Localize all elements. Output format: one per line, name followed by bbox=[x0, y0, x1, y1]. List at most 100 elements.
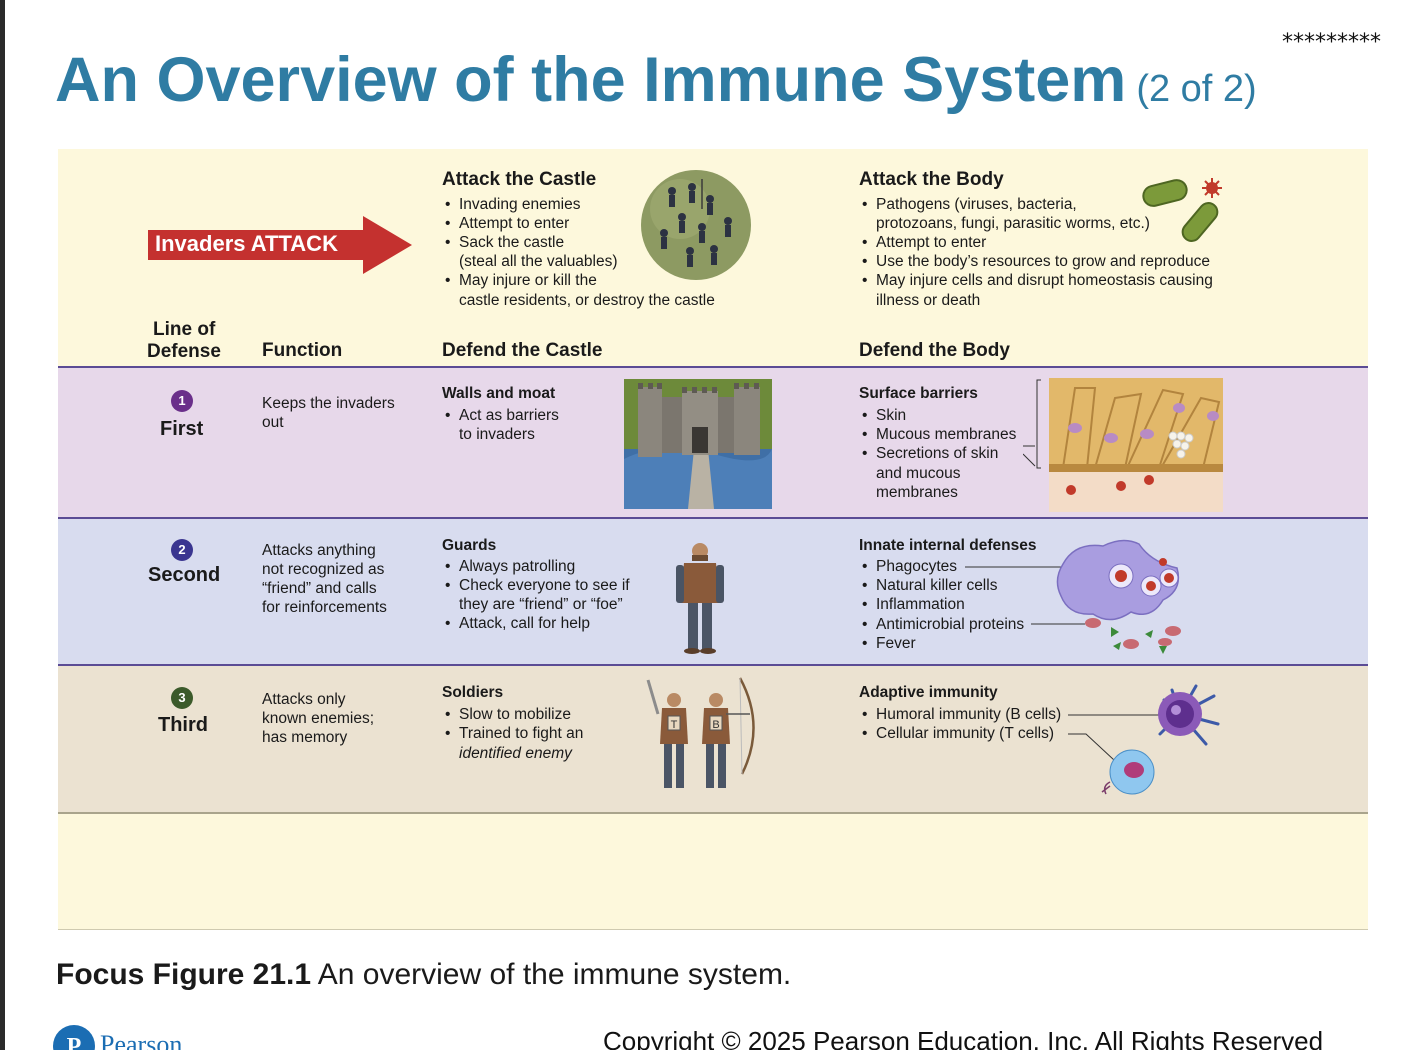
row-function-line: not recognized as bbox=[262, 561, 385, 578]
body-defense-heading: Adaptive immunity bbox=[859, 684, 998, 701]
list-item: May injure cells and disrupt homeostasis… bbox=[859, 271, 1213, 290]
body-defense-list: Phagocytes Natural killer cells Inflamma… bbox=[859, 557, 1024, 653]
list-item-continuation: (steal all the valuables) bbox=[459, 253, 618, 270]
pearson-logo-icon: P bbox=[53, 1025, 95, 1050]
row-function-line: has memory bbox=[262, 729, 348, 746]
list-item: Cellular immunity (T cells) bbox=[859, 724, 1061, 743]
row-first-line: 1 First Keeps the invaders out Walls and… bbox=[58, 366, 1368, 519]
list-item: Attack, call for help bbox=[442, 614, 590, 633]
list-item-continuation: illness or death bbox=[876, 292, 981, 309]
row-function-line: Attacks anything bbox=[262, 542, 376, 559]
focus-figure: Invaders ATTACK Attack the Castle Invadi… bbox=[58, 149, 1368, 930]
pearson-logo-text: Pearson bbox=[100, 1030, 183, 1050]
list-item-continuation: protozoans, fungi, parasitic worms, etc.… bbox=[876, 215, 1150, 232]
invaders-arrow-icon bbox=[148, 216, 412, 274]
copyright-notice: Copyright © 2025 Pearson Education, Inc.… bbox=[603, 1026, 1324, 1050]
list-item: Always patrolling bbox=[442, 557, 630, 576]
body-defense-heading: Surface barriers bbox=[859, 385, 978, 402]
title-main: An Overview of the Immune System bbox=[55, 45, 1127, 115]
attack-castle-list: Invading enemies Attempt to enter Sack t… bbox=[442, 195, 581, 253]
list-item: Antimicrobial proteins bbox=[859, 615, 1024, 634]
list-item: Inflammation bbox=[859, 595, 1024, 614]
body-defense-list: Humoral immunity (B cells) Cellular immu… bbox=[859, 705, 1061, 744]
list-item-continuation: to invaders bbox=[459, 426, 535, 443]
list-item-continuation: and mucous bbox=[876, 465, 961, 482]
attack-body-heading: Attack the Body bbox=[859, 169, 1004, 190]
t-badge: T bbox=[671, 719, 678, 731]
corner-mark: ********* bbox=[1282, 30, 1381, 55]
list-item: Skin bbox=[859, 406, 1016, 425]
window-edge bbox=[0, 0, 5, 1050]
attack-body-list-2: Attempt to enter Use the body’s resource… bbox=[859, 233, 1213, 291]
surface-barrier-illustration bbox=[1023, 378, 1223, 512]
list-item: Slow to mobilize bbox=[442, 705, 583, 724]
list-item: Natural killer cells bbox=[859, 576, 1024, 595]
attack-body-list: Pathogens (viruses, bacteria, bbox=[859, 195, 1077, 214]
body-defense-list: Skin Mucous membranes Secretions of skin bbox=[859, 406, 1016, 464]
row-number-badge: 1 bbox=[171, 390, 193, 412]
guard-illustration bbox=[676, 543, 724, 654]
list-item: Humoral immunity (B cells) bbox=[859, 705, 1061, 724]
title-suffix: (2 of 2) bbox=[1136, 68, 1257, 110]
castle-defense-heading: Walls and moat bbox=[442, 385, 556, 402]
list-item: Trained to fight an bbox=[442, 724, 583, 743]
row-function-line: for reinforcements bbox=[262, 599, 387, 616]
list-item: Invading enemies bbox=[442, 195, 581, 214]
list-item: Fever bbox=[859, 634, 1024, 653]
col-header-defend-castle: Defend the Castle bbox=[442, 340, 603, 361]
list-item: Act as barriers bbox=[442, 406, 559, 425]
list-item: Secretions of skin bbox=[859, 444, 1016, 463]
invading-enemies-illustration bbox=[641, 170, 751, 280]
list-item: Check everyone to see if bbox=[442, 576, 630, 595]
row-third-line: 3 Third Attacks only known enemies; has … bbox=[58, 666, 1368, 814]
figure-caption: Focus Figure 21.1 An overview of the imm… bbox=[56, 958, 791, 992]
slide-title: An Overview of the Immune System(2 of 2) bbox=[55, 44, 1257, 116]
list-item-continuation: membranes bbox=[876, 484, 958, 501]
attack-castle-list-2: May injure or kill the bbox=[442, 271, 597, 290]
row-level-label: Second bbox=[148, 564, 221, 586]
row-function-line: Keeps the invaders bbox=[262, 395, 395, 412]
col-header-function: Function bbox=[262, 340, 343, 361]
castle-defense-heading: Guards bbox=[442, 537, 497, 554]
soldiers-illustration: T B bbox=[646, 677, 755, 788]
b-badge: B bbox=[712, 719, 719, 731]
row-level-label: First bbox=[160, 418, 204, 440]
list-item-continuation: they are “friend” or “foe” bbox=[459, 596, 623, 613]
list-item: Mucous membranes bbox=[859, 425, 1016, 444]
svg-text:P: P bbox=[67, 1034, 82, 1050]
row-number-badge: 2 bbox=[171, 539, 193, 561]
caption-figure-number: Focus Figure 21.1 bbox=[56, 958, 312, 991]
list-item-continuation: castle residents, or destroy the castle bbox=[459, 292, 715, 309]
row-function-line: out bbox=[262, 414, 284, 431]
row-function-line: “friend” and calls bbox=[262, 580, 377, 597]
col-header-defense: Defense bbox=[147, 341, 221, 362]
list-item: May injure or kill the bbox=[442, 271, 597, 290]
phagocyte-illustration bbox=[965, 539, 1181, 654]
col-header-line-of: Line of bbox=[153, 319, 216, 340]
caption-text: An overview of the immune system. bbox=[311, 958, 792, 991]
castle-defense-list: Slow to mobilize Trained to fight an bbox=[442, 705, 583, 744]
list-item: Phagocytes bbox=[859, 557, 1024, 576]
list-item: Attempt to enter bbox=[442, 214, 581, 233]
castle-defense-list-2: Attack, call for help bbox=[442, 614, 590, 633]
pathogens-icon bbox=[1142, 178, 1222, 242]
list-item: Attempt to enter bbox=[859, 233, 1213, 252]
list-item-continuation: identified enemy bbox=[459, 745, 572, 762]
list-item: Sack the castle bbox=[442, 233, 581, 252]
col-header-defend-body: Defend the Body bbox=[859, 340, 1010, 361]
body-defense-heading: Innate internal defenses bbox=[859, 537, 1037, 554]
castle-defense-list: Always patrolling Check everyone to see … bbox=[442, 557, 630, 596]
row-level-label: Third bbox=[158, 714, 208, 736]
lymphocytes-illustration bbox=[1068, 684, 1220, 795]
row-function-line: Attacks only bbox=[262, 691, 346, 708]
list-item: Use the body’s resources to grow and rep… bbox=[859, 252, 1213, 271]
row-second-line: 2 Second Attacks anything not recognized… bbox=[58, 519, 1368, 666]
row-function-line: known enemies; bbox=[262, 710, 375, 727]
list-item: Pathogens (viruses, bacteria, bbox=[859, 195, 1077, 214]
invaders-attack-label: Invaders ATTACK bbox=[155, 231, 338, 256]
castle-illustration bbox=[624, 379, 772, 509]
attack-castle-heading: Attack the Castle bbox=[442, 169, 597, 190]
castle-defense-heading: Soldiers bbox=[442, 684, 504, 701]
castle-defense-list: Act as barriers bbox=[442, 406, 559, 425]
row-number-badge: 3 bbox=[171, 687, 193, 709]
